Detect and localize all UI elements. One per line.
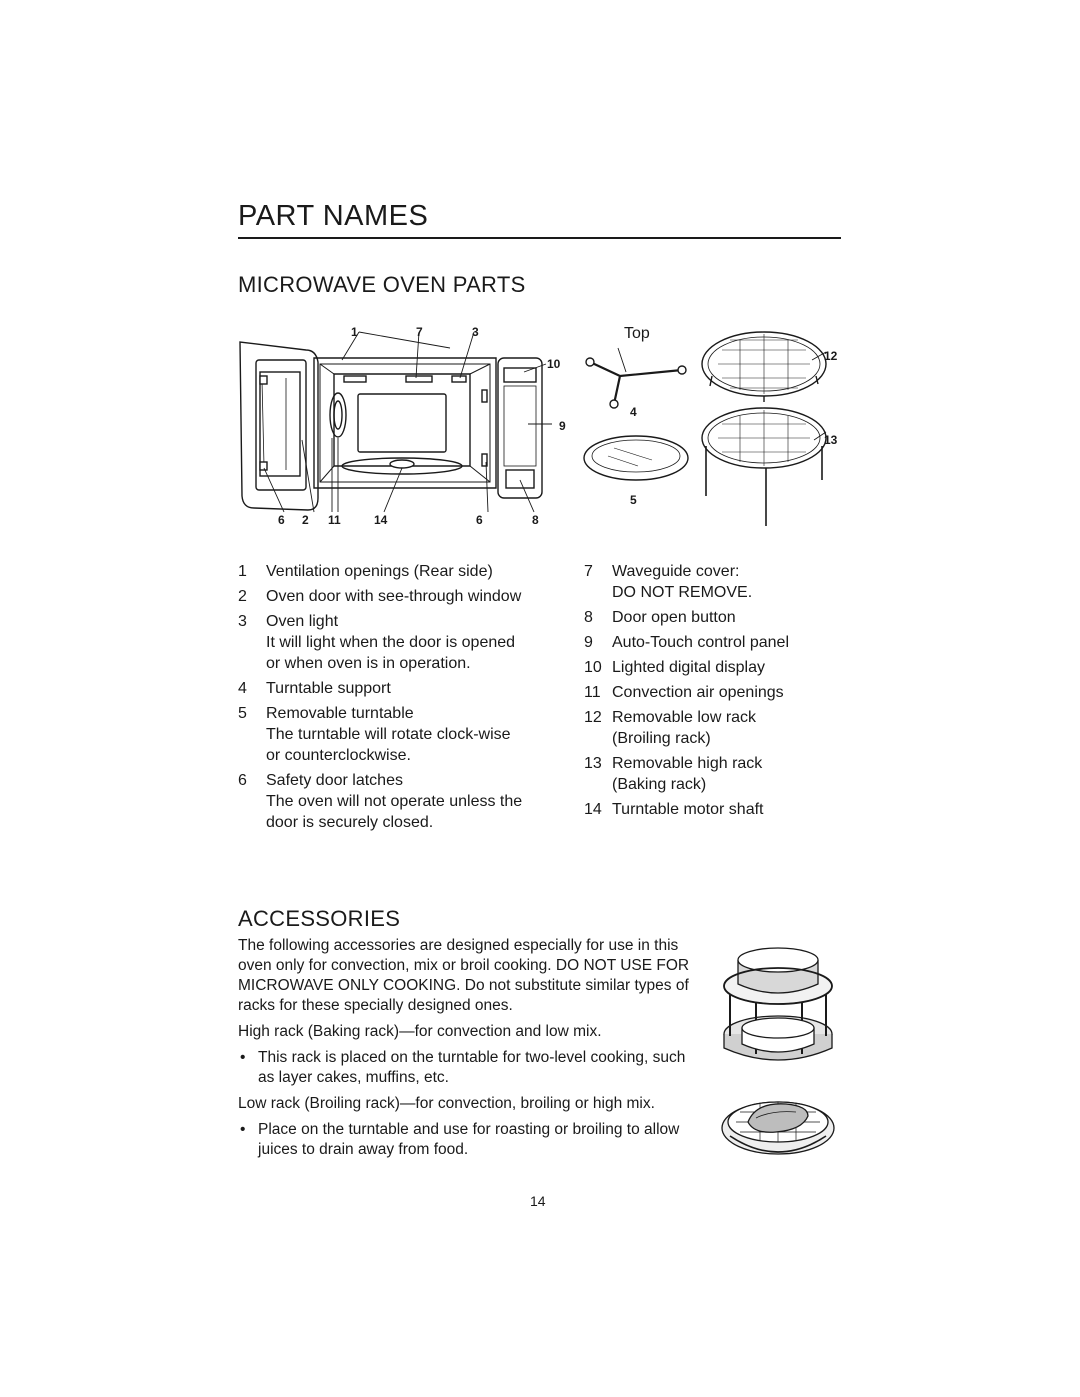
parts-list-right: 7 Waveguide cover: DO NOT REMOVE. 8 Door… [584,561,834,824]
safety-latch-bottom [259,461,268,471]
parts-list-left: 1 Ventilation openings (Rear side) 2 Ove… [238,561,528,837]
callout-11: 11 [328,513,341,527]
list-item: 4 Turntable support [238,680,391,697]
ventilation-openings [343,375,367,383]
callout-12: 12 [824,349,838,363]
low-rack-line: Low rack (Broiling rack)—for convection,… [238,1095,655,1112]
callout-5: 5 [630,493,637,507]
callout-7: 7 [416,325,423,339]
list-item: 8 Door open button [584,609,736,626]
page-number: 14 [530,1193,546,1209]
title-divider [238,237,841,239]
low-rack-illustration [721,1101,835,1155]
top-view-label: Top [624,325,650,342]
microwave-parts-diagram: 1 7 3 10 9 6 2 11 14 6 8 4 5 12 13 Top [239,325,838,527]
callout-3: 3 [472,325,479,339]
list-item: 9 Auto-Touch control panel [584,634,789,651]
list-item: 10 Lighted digital display [584,659,765,676]
turntable-motor-shaft [389,459,415,469]
oven-cabinet [313,357,497,489]
accessories-heading: ACCESSORIES [238,906,401,931]
list-item: 1 Ventilation openings (Rear side) [238,563,493,580]
high-rack [701,407,827,469]
callout-8: 8 [532,513,539,527]
list-item: 3 Oven light It will light when the door… [238,613,516,672]
callout-10: 10 [547,357,561,371]
callout-6-right: 6 [476,513,483,527]
accessories-intro: The following accessories are designed e… [238,937,690,1014]
list-item: 14 Turntable motor shaft [584,801,764,818]
microwave-section-heading: MICROWAVE OVEN PARTS [238,272,526,297]
high-rack-illustration [723,947,833,1061]
callout-4: 4 [630,405,637,419]
callout-13: 13 [824,433,838,447]
safety-latch-top [259,375,268,385]
accessories-text: The following accessories are designed e… [238,936,704,1166]
callout-9: 9 [559,419,566,433]
list-item: 12 Removable low rack (Broiling rack) [584,709,757,747]
turntable-tray [583,435,689,481]
list-item: • This rack is placed on the turntable f… [240,1049,686,1086]
list-item: 13 Removable high rack (Baking rack) [584,755,763,793]
oven-door [239,341,319,511]
door-open-button [505,469,535,489]
list-item: 5 Removable turntable The turntable will… [238,705,511,764]
digital-display [503,367,537,383]
list-item: • Place on the turntable and use for roa… [240,1121,680,1158]
callout-1: 1 [351,325,358,339]
page-title: PART NAMES [238,200,429,232]
high-rack-line: High rack (Baking rack)—for convection a… [238,1023,602,1040]
list-item: 7 Waveguide cover: DO NOT REMOVE. [584,563,753,601]
control-panel [497,357,543,499]
callout-14: 14 [374,513,388,527]
list-item: 11 Convection air openings [584,684,784,701]
waveguide-cover [405,375,433,383]
cavity-window [357,393,447,453]
callout-6-left: 6 [278,513,285,527]
oven-light [451,375,467,383]
list-item: 2 Oven door with see-through window [238,588,522,605]
callout-2: 2 [302,513,309,527]
list-item: 6 Safety door latches The oven will not … [238,772,523,831]
accessories-illustration [721,947,835,1155]
